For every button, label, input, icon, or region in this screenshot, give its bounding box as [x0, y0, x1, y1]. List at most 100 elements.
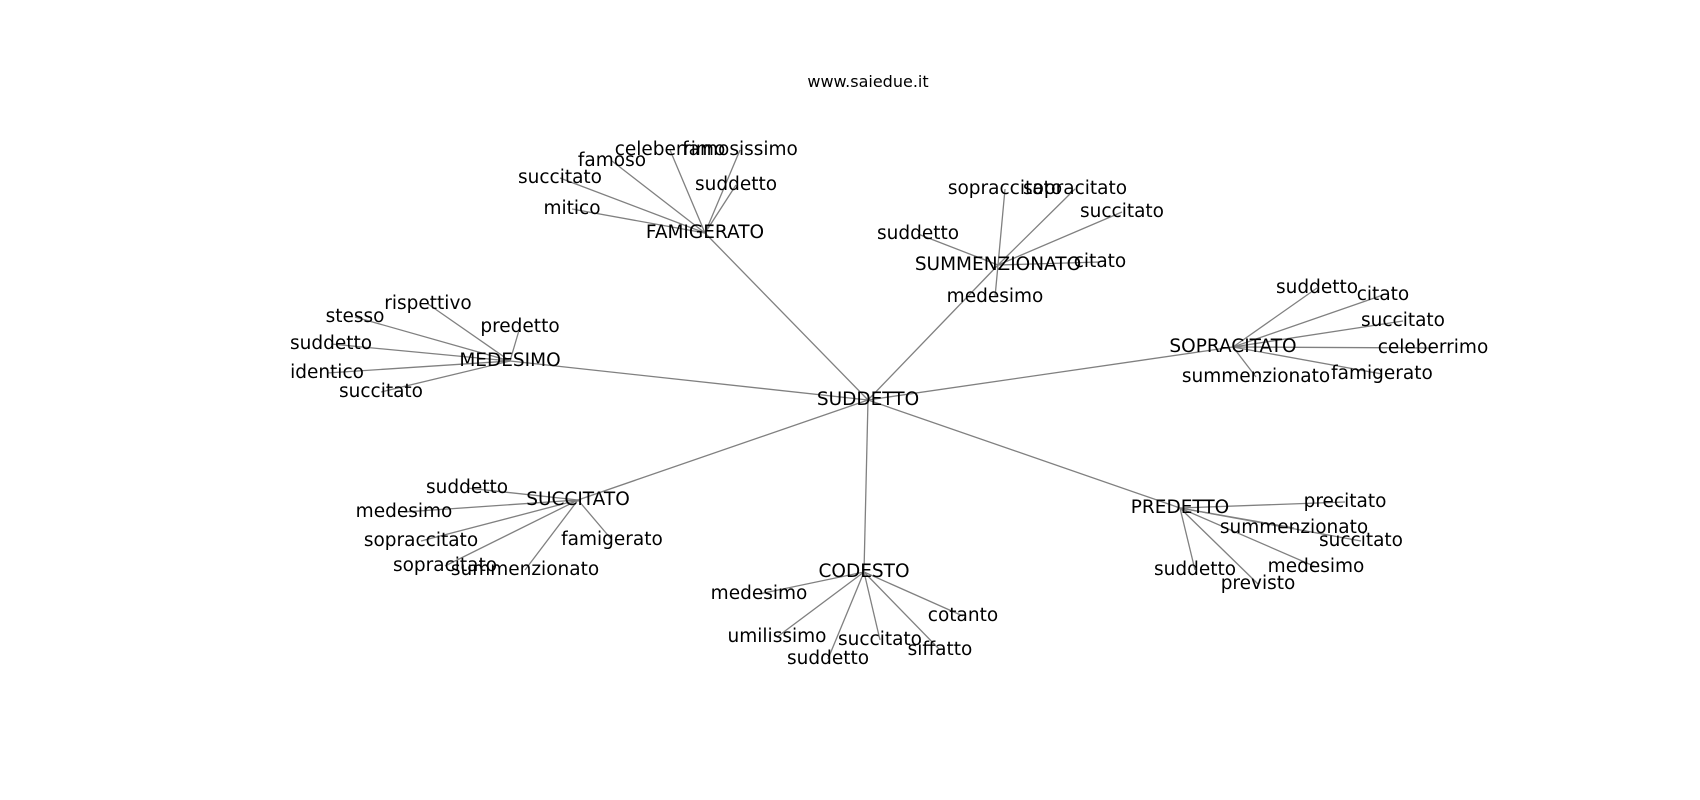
leaf-node-label: succitato — [518, 167, 602, 188]
edge-summenzionato-leaf — [997, 188, 1006, 266]
leaf-node-label: suddetto — [877, 223, 959, 244]
leaf-node-label: celeberrimo — [615, 139, 726, 160]
leaf-node-label: famoso — [578, 150, 646, 171]
leaf-node-label: suddetto — [695, 174, 777, 195]
edge-predetto-leaf — [1179, 507, 1196, 571]
leaf-node-label: summenzionato — [451, 559, 599, 580]
hub-node-codesto: CODESTO — [818, 561, 909, 582]
leaf-node-label: succitato — [838, 629, 922, 650]
center-node-label: SUDDETTO — [817, 389, 919, 410]
edge-sopracitato-leaf — [1232, 294, 1384, 348]
leaf-node-label: famigerato — [561, 529, 663, 550]
leaf-node-label: cotanto — [928, 605, 998, 626]
edge-codesto-leaf — [827, 571, 865, 660]
leaf-node-label: citato — [1074, 251, 1126, 272]
leaf-node-label: suddetto — [426, 477, 508, 498]
edge-medesimo-leaf — [509, 326, 521, 362]
edge-center-summenzionato — [867, 264, 999, 401]
edge-sopracitato-leaf — [1232, 346, 1434, 349]
leaf-node-label: umilissimo — [728, 626, 827, 647]
leaf-node-label: medesimo — [711, 583, 808, 604]
edge-codesto-leaf — [863, 571, 964, 617]
graph-edges — [326, 149, 1434, 660]
hub-node-famigerato: FAMIGERATO — [646, 222, 764, 243]
edge-medesimo-leaf — [330, 343, 511, 362]
edge-center-codesto — [863, 399, 869, 573]
edge-famigerato-leaf — [571, 208, 706, 234]
leaf-node-label: citato — [1357, 284, 1409, 305]
leaf-node-label: sopracitato — [1023, 178, 1127, 199]
edge-codesto-leaf — [758, 571, 865, 595]
edge-predetto-leaf — [1179, 507, 1259, 585]
site-title: www.saiedue.it — [807, 72, 928, 91]
leaf-node-label: famigerato — [1331, 363, 1433, 384]
edge-center-succitato — [577, 399, 869, 501]
edge-succitato-leaf — [577, 499, 613, 541]
edge-medesimo-leaf — [427, 303, 511, 362]
edge-succitato-leaf — [466, 487, 579, 501]
edge-famigerato-leaf — [704, 149, 741, 234]
hub-node-medesimo: MEDESIMO — [459, 350, 560, 371]
edge-medesimo-leaf — [326, 360, 511, 374]
edge-predetto-leaf — [1179, 507, 1317, 568]
leaf-node-label: succitato — [1361, 310, 1445, 331]
edge-succitato-leaf — [420, 499, 579, 542]
edge-summenzionato-leaf — [997, 188, 1076, 266]
edge-center-sopracitato — [867, 346, 1234, 401]
leaf-node-label: identico — [290, 362, 364, 383]
edge-sopracitato-leaf — [1232, 287, 1318, 348]
leaf-node-label: sopracitato — [393, 555, 497, 576]
hub-node-predetto: PREDETTO — [1131, 497, 1229, 518]
leaf-node-label: rispettivo — [384, 293, 471, 314]
leaf-node-label: previsto — [1221, 573, 1296, 594]
edge-summenzionato-leaf — [917, 233, 999, 266]
leaf-node-label: suddetto — [290, 333, 372, 354]
leaf-node-label: medesimo — [947, 286, 1044, 307]
leaf-node-label: precitato — [1304, 491, 1387, 512]
edge-codesto-leaf — [776, 571, 865, 638]
edge-famigerato-leaf — [704, 184, 737, 234]
leaf-node-label: siffatto — [908, 639, 973, 660]
edge-predetto-leaf — [1179, 507, 1362, 542]
leaf-node-label: celeberrimo — [1378, 337, 1489, 358]
leaf-node-label: medesimo — [1268, 556, 1365, 577]
edge-summenzionato-leaf — [997, 211, 1123, 266]
edge-sopracitato-leaf — [1232, 320, 1404, 348]
edge-famigerato-leaf — [559, 177, 706, 234]
leaf-node-label: suddetto — [1276, 277, 1358, 298]
leaf-node-label: sopraccitato — [364, 530, 478, 551]
edge-famigerato-leaf — [611, 160, 706, 234]
leaf-node-label: suddetto — [787, 648, 869, 669]
leaf-node-label: succitato — [1080, 201, 1164, 222]
leaf-node-label: mitico — [543, 198, 600, 219]
leaf-node-label: succitato — [1319, 530, 1403, 551]
hub-node-sopracitato: SOPRACITATO — [1169, 336, 1296, 357]
edge-medesimo-leaf — [380, 360, 511, 393]
edge-center-medesimo — [509, 360, 869, 401]
edge-codesto-leaf — [863, 571, 941, 651]
edge-summenzionato-leaf — [994, 264, 999, 298]
leaf-node-label: stesso — [326, 306, 385, 327]
leaf-node-label: summenzionato — [1182, 366, 1330, 387]
leaf-node-label: summenzionato — [1220, 517, 1368, 538]
leaf-node-label: sopraccitato — [948, 178, 1062, 199]
edge-center-famigerato — [704, 232, 869, 401]
leaf-node-label: famosissimo — [682, 139, 798, 160]
edge-succitato-leaf — [403, 499, 579, 513]
edge-codesto-leaf — [863, 571, 881, 641]
edge-center-predetto — [867, 399, 1181, 509]
hub-node-succitato: SUCCITATO — [526, 489, 630, 510]
leaf-node-label: succitato — [339, 381, 423, 402]
leaf-node-label: suddetto — [1154, 559, 1236, 580]
edge-succitato-leaf — [444, 499, 579, 567]
hub-node-summenzionato: SUMMENZIONATO — [915, 254, 1081, 275]
edge-sopracitato-leaf — [1232, 346, 1383, 375]
edge-summenzionato-leaf — [997, 261, 1101, 266]
leaf-node-label: medesimo — [356, 501, 453, 522]
edge-predetto-leaf — [1179, 501, 1346, 509]
leaf-node-label: predetto — [480, 316, 559, 337]
edge-famigerato-leaf — [669, 149, 706, 234]
edge-succitato-leaf — [524, 499, 579, 571]
